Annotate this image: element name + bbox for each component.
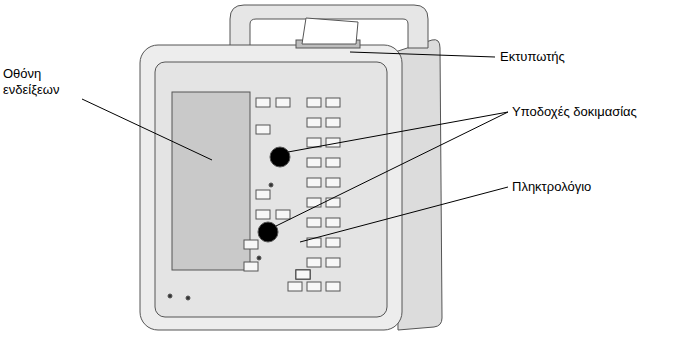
leader-line [288, 112, 508, 152]
key [326, 178, 340, 187]
display-screen [172, 92, 250, 270]
key [307, 258, 321, 267]
key [326, 238, 340, 247]
key [326, 258, 340, 267]
test-socket [258, 222, 278, 242]
key [244, 240, 258, 249]
part-label: Οθόνη ενδείξεων [3, 66, 85, 98]
key [276, 98, 290, 107]
key [307, 282, 321, 291]
leader-lines [82, 52, 508, 242]
key [296, 270, 310, 279]
key [288, 282, 302, 291]
leader-line [276, 112, 508, 226]
key [256, 210, 270, 219]
leader-line [350, 52, 495, 57]
key [256, 190, 270, 199]
key [296, 270, 310, 279]
front-face [140, 45, 402, 330]
printer-paper [302, 18, 358, 44]
key [307, 138, 321, 147]
key [326, 158, 340, 167]
key [326, 282, 340, 291]
indicator-dot [269, 183, 273, 187]
key [326, 118, 340, 127]
key [307, 198, 321, 207]
indicator-dot [186, 296, 190, 300]
part-label: Υποδοχές δοκιμασίας [512, 104, 637, 120]
key [307, 178, 321, 187]
key [296, 270, 310, 279]
key [307, 218, 321, 227]
key [256, 98, 270, 107]
part-label: Πληκτρολόγιο [512, 179, 591, 195]
leader-line [300, 187, 508, 242]
key [244, 262, 258, 271]
key [307, 118, 321, 127]
key [307, 98, 321, 107]
part-label: Εκτυπωτής [500, 49, 565, 65]
test-socket [270, 147, 290, 167]
leader-line [82, 99, 212, 160]
key [296, 270, 310, 279]
key [256, 125, 270, 134]
bezel [155, 62, 387, 317]
handle [230, 5, 428, 48]
key [307, 158, 321, 167]
keypad-keys [244, 98, 340, 291]
key [326, 98, 340, 107]
key [326, 198, 340, 207]
key [276, 210, 290, 219]
indicator-dot [257, 256, 261, 260]
key [326, 218, 340, 227]
indicator-dot [168, 294, 172, 298]
